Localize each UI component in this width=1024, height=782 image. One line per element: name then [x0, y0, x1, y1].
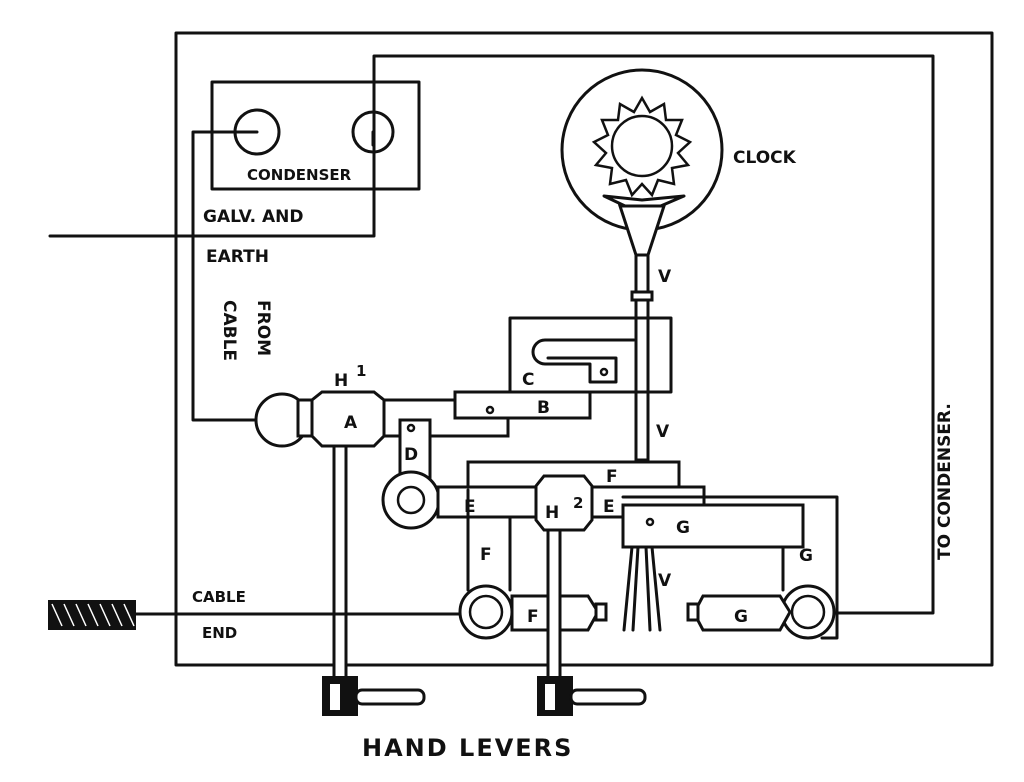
g-mid-label: G: [676, 518, 690, 538]
h1-block: [310, 390, 386, 448]
cable-side-label: CABLE: [219, 300, 239, 361]
lever-left-slot: [330, 684, 340, 710]
h1-label: H: [334, 371, 348, 391]
g-bar: [621, 503, 805, 549]
wire-from-cable: [191, 130, 284, 422]
lever-right-handle: [569, 688, 647, 706]
g-pin: [645, 517, 655, 527]
g-clamp-tip: [686, 602, 700, 622]
f-mid-label: F: [480, 545, 492, 565]
clock-label: CLOCK: [733, 148, 797, 168]
v-top-label: V: [658, 267, 672, 287]
g-right-label: G: [799, 546, 813, 566]
lever-right-slot: [545, 684, 555, 710]
escape-wheel: [591, 95, 693, 198]
c-hook: [531, 338, 636, 384]
spring-1: [622, 545, 634, 632]
cable-end: CABLE END: [48, 588, 462, 642]
spring-2: [631, 545, 640, 632]
from-label: FROM: [253, 300, 273, 356]
part-g: G G G: [621, 495, 839, 640]
hand-lever-left: [322, 676, 426, 716]
cable-label: CABLE: [192, 588, 246, 606]
f-roller: [458, 584, 514, 640]
condenser-box: [210, 80, 421, 191]
e-left-label: E: [464, 497, 476, 517]
f-roller-hole: [468, 594, 504, 630]
h2-label: H: [545, 503, 559, 523]
end-label: END: [202, 624, 237, 642]
v-low-label: V: [658, 571, 672, 591]
h1-sup-label: 1: [356, 362, 366, 380]
h2-sup-label: 2: [573, 494, 583, 512]
condenser: CONDENSER: [210, 80, 421, 191]
wire-galv-earth: [48, 54, 935, 615]
to-condenser-label: TO CONDENSER.: [935, 403, 955, 560]
hand-lever-right: [537, 676, 647, 716]
spring-4: [650, 545, 662, 632]
cable-strands: [51, 603, 135, 627]
part-h2: H 2: [534, 474, 594, 682]
f-clamp-tip: [594, 602, 608, 622]
outer-frame: [174, 31, 994, 667]
vertical-rod: [634, 253, 650, 462]
funnel: [617, 204, 667, 257]
f-top-label: F: [606, 467, 618, 487]
h2-rod: [546, 528, 562, 682]
h1-rod: [332, 444, 348, 682]
h2-block: [534, 474, 594, 532]
hand-levers-label: HAND LEVERS: [362, 734, 573, 762]
lever-left-handle: [354, 688, 426, 706]
escape-wheel-hub: [610, 114, 674, 178]
c-pin: [599, 367, 609, 377]
condenser-label: CONDENSER: [247, 166, 352, 184]
e-right-label: E: [603, 497, 615, 517]
earth-label: EARTH: [206, 247, 269, 267]
b-bar: [453, 390, 592, 420]
e-pivot-hole: [396, 485, 426, 515]
v-mid-label: V: [656, 422, 670, 442]
clock: CLOCK: [560, 68, 797, 232]
d-pin: [406, 423, 416, 433]
rod-collar: [630, 290, 654, 302]
b-label: B: [537, 398, 550, 418]
d-label: D: [404, 445, 418, 465]
v-springs: V: [622, 545, 672, 632]
a-label: A: [344, 413, 358, 433]
b-pin: [485, 405, 495, 415]
g-frame: [621, 495, 839, 640]
e-pivot: [381, 470, 441, 530]
c-label: C: [522, 370, 534, 390]
spring-3: [644, 545, 652, 632]
f-low-label: F: [527, 607, 539, 627]
g-roller-hole: [790, 594, 826, 630]
part-f: F F: [458, 488, 608, 640]
galv-and-label: GALV. AND: [203, 207, 303, 227]
g-low-label: G: [734, 607, 748, 627]
